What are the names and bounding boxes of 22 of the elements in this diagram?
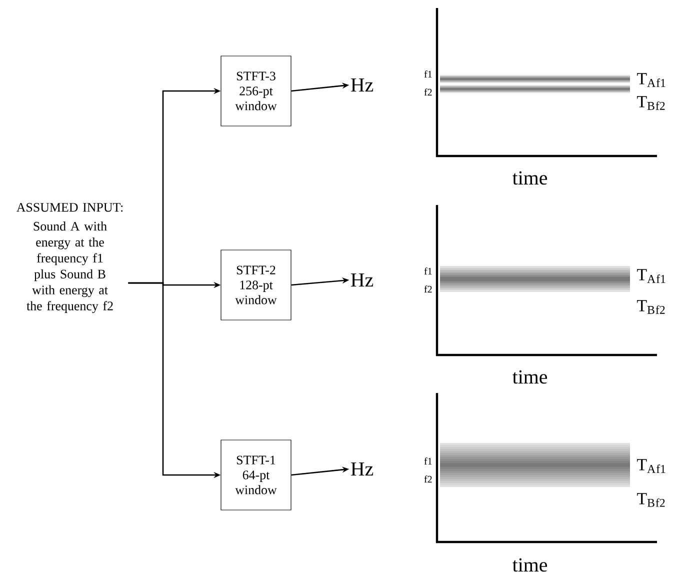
frequency-label: f2 [424,475,432,482]
frequency-label: f1 [424,267,432,274]
frequency-label: f2 [424,88,432,96]
process-box: STFT-3 256-pt window [220,56,292,126]
process-box: STFT-1 64-pt window [220,440,292,510]
axis-label: time [512,558,548,572]
axis-label: Hz [350,462,374,476]
axis-label: Hz [350,273,374,287]
frequency-label: f2 [424,285,432,292]
tone-label: T$_{Bf2}$ [637,300,665,314]
axis-label: Hz [350,78,374,92]
process-box: STFT-2 128-pt window [220,250,292,320]
tone-label: T$_{Bf2}$ [637,493,665,507]
tone-label: T$_{Bf2}$ [637,96,665,110]
tone-label: T$_{Af1}$ [637,459,666,473]
frequency-label: f1 [424,70,432,78]
tone-label: T$_{Af1}$ [637,269,666,283]
axis-label: time [512,171,548,185]
input-description: ASSUMED INPUT: Sound A with energy at the frequency f1 plus Sound B with energy at the frequency f2 [16,202,123,313]
frequency-label: f1 [424,457,432,464]
axis-label: time [512,370,548,384]
tone-label: T$_{Af1}$ [637,73,666,87]
